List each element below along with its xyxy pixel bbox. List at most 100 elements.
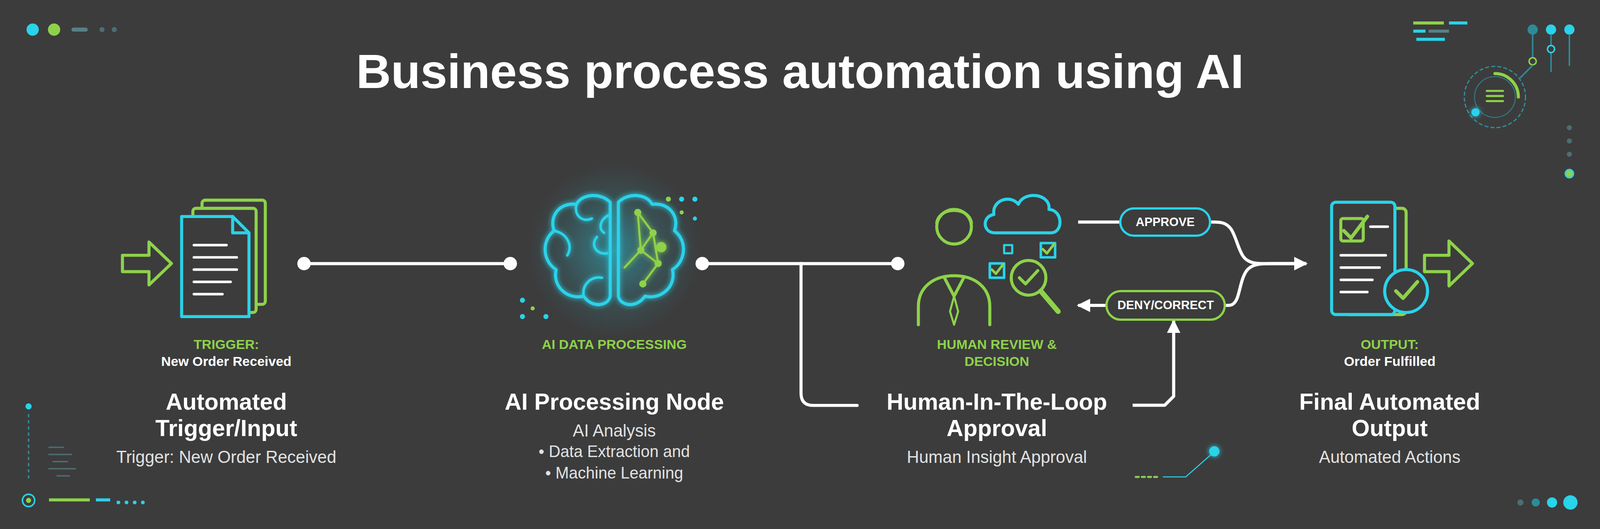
deco-ring <box>1464 66 1526 128</box>
neural-node <box>639 279 647 288</box>
deco-ring <box>1474 76 1516 117</box>
neural-links <box>624 212 659 284</box>
neural-node <box>656 241 667 253</box>
deco-dot <box>1546 496 1558 508</box>
brain-right <box>618 195 684 305</box>
document-lines <box>1340 226 1388 292</box>
deco-dot <box>111 27 117 33</box>
step-tag: HUMAN REVIEW & DECISION <box>929 335 1064 370</box>
deco-dot <box>679 210 684 215</box>
connector <box>304 262 511 266</box>
step-subtitle: Trigger: New Order Received <box>116 446 337 467</box>
corner-bottom-right <box>1135 445 1578 510</box>
connector <box>1225 263 1307 306</box>
step-tag: AI DATA PROCESSING <box>541 335 687 353</box>
branch-line <box>800 263 858 406</box>
human-icon <box>918 195 1060 325</box>
document-front <box>181 216 250 317</box>
deco-dot <box>1547 45 1555 53</box>
person-tie <box>950 295 959 325</box>
step-tag-detail: Order Fulfilled <box>1343 352 1436 370</box>
deco-dot <box>26 23 39 36</box>
step-tag-group: AI DATA PROCESSING <box>541 335 687 389</box>
deco-glow-dot <box>1471 108 1480 117</box>
neural-node <box>649 229 657 237</box>
checkmark <box>991 264 1004 274</box>
step-subtitle: Human Insight Approval <box>906 446 1087 467</box>
input-arrow <box>122 241 172 285</box>
step-caption: OUTPUT:Order FulfilledFinal Automated Ou… <box>1220 335 1560 467</box>
connector <box>1211 221 1307 264</box>
deco-ring <box>22 493 35 506</box>
corner-dots <box>26 23 117 36</box>
deco-bar <box>1416 37 1446 42</box>
output-step: OUTPUT:Order FulfilledFinal Automated Ou… <box>1306 191 1474 335</box>
checkmark <box>1343 216 1368 238</box>
deco-dot <box>530 306 535 311</box>
deco-bar <box>1449 21 1468 25</box>
decision-label: APPROVE <box>1135 215 1195 230</box>
deco-dot <box>1527 24 1538 35</box>
deco-dot <box>1545 24 1557 35</box>
step-subtitle: AI Analysis <box>572 420 656 441</box>
step-caption: TRIGGER:New Order ReceivedAutomated Trig… <box>56 335 396 467</box>
output-icon <box>1331 202 1473 315</box>
deco-bar <box>95 497 111 501</box>
step-heading: Final Automated Output <box>1273 388 1506 442</box>
deco-dot <box>1566 125 1572 130</box>
deco-dot <box>99 27 105 33</box>
neural-node <box>634 208 642 216</box>
deco-bar <box>1413 21 1445 25</box>
deco-dot <box>520 313 525 319</box>
deco-dot <box>25 403 32 410</box>
ai-step: AI DATA PROCESSINGAI Processing NodeAI A… <box>510 191 703 335</box>
deco-chip <box>1486 90 1504 101</box>
step-subtitle: Automated Actions <box>1319 446 1461 467</box>
deco-dot <box>1566 138 1572 144</box>
deco-dot <box>47 23 60 36</box>
step-tag: OUTPUT: <box>1360 335 1419 353</box>
deco-dot <box>1517 499 1524 506</box>
checkbox <box>989 263 1005 278</box>
step-caption: AI DATA PROCESSINGAI Processing NodeAI A… <box>444 335 784 484</box>
trigger-step: TRIGGER:New Order ReceivedAutomated Trig… <box>148 191 305 335</box>
trigger-icon <box>122 200 266 317</box>
brain-left <box>545 195 611 305</box>
brain-folds <box>554 204 611 296</box>
person-hair <box>936 210 972 223</box>
person-collar <box>943 276 965 296</box>
deco-wire <box>1532 34 1570 72</box>
deco-lines <box>49 446 76 476</box>
person-head <box>936 209 972 245</box>
checkmark <box>1019 270 1038 284</box>
brain-icon <box>520 163 702 338</box>
deco-dot <box>116 500 121 504</box>
deco-dot <box>1529 57 1537 65</box>
checkmark <box>1042 243 1055 254</box>
step-tag-group: TRIGGER:New Order Received <box>161 335 292 389</box>
deco-dot <box>124 500 129 504</box>
deco-dot <box>692 216 697 221</box>
checkmark <box>1395 281 1418 299</box>
deco-bar <box>1428 29 1450 33</box>
connector <box>1078 220 1120 224</box>
connector <box>1132 320 1174 405</box>
brain-glow <box>527 163 702 338</box>
deco-dot <box>1531 497 1540 506</box>
deco-dashes <box>1135 475 1158 478</box>
step-heading: Automated Trigger/Input <box>128 388 325 442</box>
deco-bar <box>71 27 88 32</box>
step-tag-group: HUMAN REVIEW & DECISION <box>929 335 1064 389</box>
deco-dot <box>25 497 31 503</box>
checkbox <box>1004 245 1013 254</box>
neural-node <box>654 259 662 267</box>
step-tag-group: OUTPUT:Order Fulfilled <box>1343 335 1436 389</box>
deco-dot <box>692 196 698 202</box>
deco-dot <box>665 196 671 202</box>
deco-dot <box>1563 495 1578 510</box>
bullet-item: • Machine Learning <box>545 462 684 484</box>
corner-circuit <box>1413 21 1575 178</box>
deco-bar <box>49 497 90 501</box>
diagram-title: Business process automation using AI <box>0 42 1600 101</box>
